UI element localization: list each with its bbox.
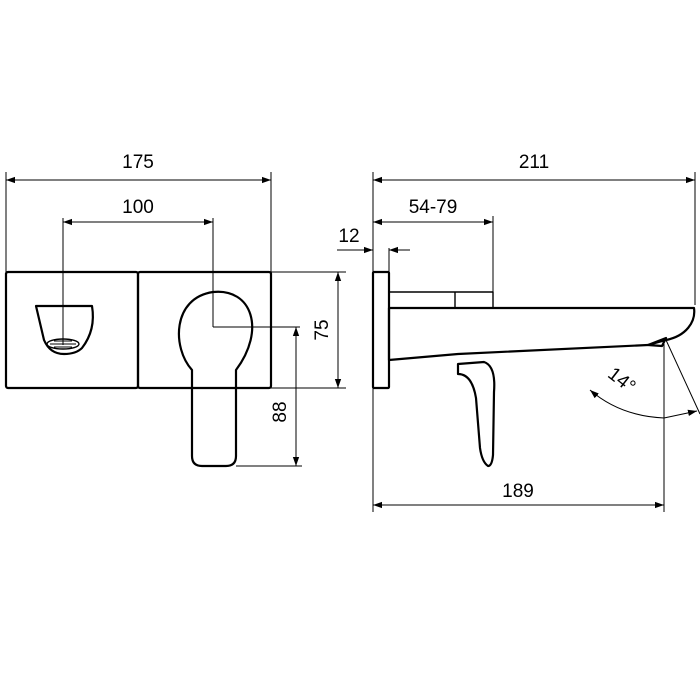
dim-label-88: 88 [270,401,291,422]
left-plate [4,270,140,390]
dim-label-12: 12 [338,226,359,247]
side-wall-plate [371,270,391,390]
dim-label-54-79: 54-79 [409,197,458,218]
dim-label-189: 189 [502,481,534,502]
dim-label-75: 75 [312,319,333,340]
dim-label-100: 100 [122,197,154,218]
spout-outlet-icon [34,304,94,356]
dim-label-14-deg: 14° [604,364,640,398]
side-view: 211 54-79 12 189 14° [337,152,700,512]
angle-arc-14 [589,389,665,419]
spout-body [387,306,696,362]
front-view: 175 100 75 88 [4,152,346,468]
mounting-body [388,291,494,309]
dim-label-175: 175 [122,152,154,173]
dim-label-211: 211 [519,152,549,173]
right-plate [136,270,273,390]
lever-handle [177,290,254,468]
side-lever [456,360,496,468]
